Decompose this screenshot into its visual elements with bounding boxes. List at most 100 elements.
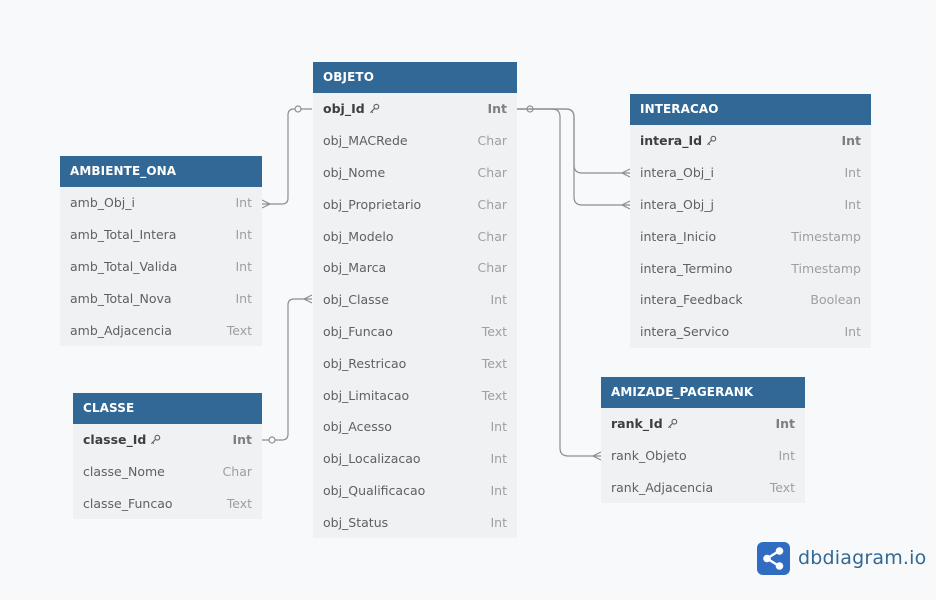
field-type: Char <box>222 464 252 480</box>
field-name: obj_MACRede <box>323 133 408 149</box>
field-name: obj_Marca <box>323 260 387 276</box>
field-name: classe_Id <box>83 432 161 447</box>
field-name: rank_Id <box>611 416 678 431</box>
table-row[interactable]: obj_Marca Char <box>313 252 517 284</box>
one-end-marker <box>268 436 276 444</box>
table-row[interactable]: obj_Limitacao Text <box>313 379 517 411</box>
field-type: Text <box>769 479 795 495</box>
field-name: obj_Nome <box>323 164 386 180</box>
table-row[interactable]: rank_Objeto Int <box>601 440 805 472</box>
relationship-objeto-pagerank <box>517 108 601 457</box>
field-name: rank_Objeto <box>611 448 687 464</box>
field-type: Char <box>477 196 507 212</box>
field-type: Int <box>844 165 861 181</box>
table-header[interactable]: CLASSE <box>73 393 262 424</box>
field-type: Int <box>844 324 861 340</box>
field-type: Int <box>490 292 507 308</box>
field-type: Int <box>235 195 252 211</box>
field-type: Text <box>226 322 252 338</box>
table-row[interactable]: intera_Servico Int <box>630 316 871 348</box>
table-header[interactable]: OBJETO <box>313 62 517 93</box>
field-name: obj_Limitacao <box>323 387 410 403</box>
field-type: Int <box>778 448 795 464</box>
key-icon <box>369 104 379 114</box>
field-name: intera_Feedback <box>640 292 743 308</box>
field-type: Int <box>235 258 252 274</box>
field-type: Char <box>477 133 507 149</box>
table-row[interactable]: obj_MACRede Char <box>313 125 517 157</box>
table-row[interactable]: rank_Adjacencia Text <box>601 472 805 504</box>
field-type: Text <box>481 387 507 403</box>
many-end-marker <box>620 200 631 210</box>
key-icon <box>667 419 677 429</box>
field-name: intera_Inicio <box>640 228 717 244</box>
field-type: Int <box>235 290 252 306</box>
many-end-marker <box>620 168 631 178</box>
table-row[interactable]: intera_Id Int <box>630 125 871 157</box>
table-header[interactable]: INTERACAO <box>630 94 871 125</box>
field-type: Char <box>477 260 507 276</box>
relationship-objeto-ambiente <box>262 108 312 205</box>
field-type: Int <box>490 514 507 530</box>
field-name: intera_Obj_j <box>640 196 715 212</box>
field-name: intera_Servico <box>640 324 730 340</box>
one-end-marker <box>294 105 302 113</box>
field-name: obj_Restricao <box>323 355 407 371</box>
field-name: classe_Nome <box>83 464 165 480</box>
field-name: amb_Adjacencia <box>70 322 172 338</box>
table-row[interactable]: amb_Adjacencia Text <box>60 314 262 346</box>
field-name: intera_Id <box>640 133 717 148</box>
table-row[interactable]: classe_Nome Char <box>73 456 262 488</box>
table-row[interactable]: amb_Total_Nova Int <box>60 282 262 314</box>
field-type: Int <box>490 482 507 498</box>
field-type: Int <box>235 227 252 243</box>
table-header[interactable]: AMBIENTE_ONA <box>60 156 262 187</box>
field-name: amb_Total_Nova <box>70 290 172 306</box>
field-type: Timestamp <box>791 260 861 276</box>
field-type: Int <box>487 101 507 117</box>
field-name: intera_Obj_i <box>640 165 715 181</box>
table-row[interactable]: intera_Obj_i Int <box>630 157 871 189</box>
brand-logo[interactable]: dbdiagram.io <box>757 541 926 575</box>
many-end-marker <box>261 199 272 209</box>
field-type: Int <box>841 133 861 149</box>
key-icon <box>707 136 717 146</box>
field-type: Text <box>226 495 252 511</box>
table-header[interactable]: AMIZADE_PAGERANK <box>601 377 805 408</box>
field-type: Text <box>481 323 507 339</box>
key-icon <box>151 435 161 445</box>
table-row[interactable]: classe_Funcao Text <box>73 488 262 520</box>
field-name: classe_Funcao <box>83 495 173 511</box>
field-name: rank_Adjacencia <box>611 479 714 495</box>
field-type: Int <box>490 419 507 435</box>
